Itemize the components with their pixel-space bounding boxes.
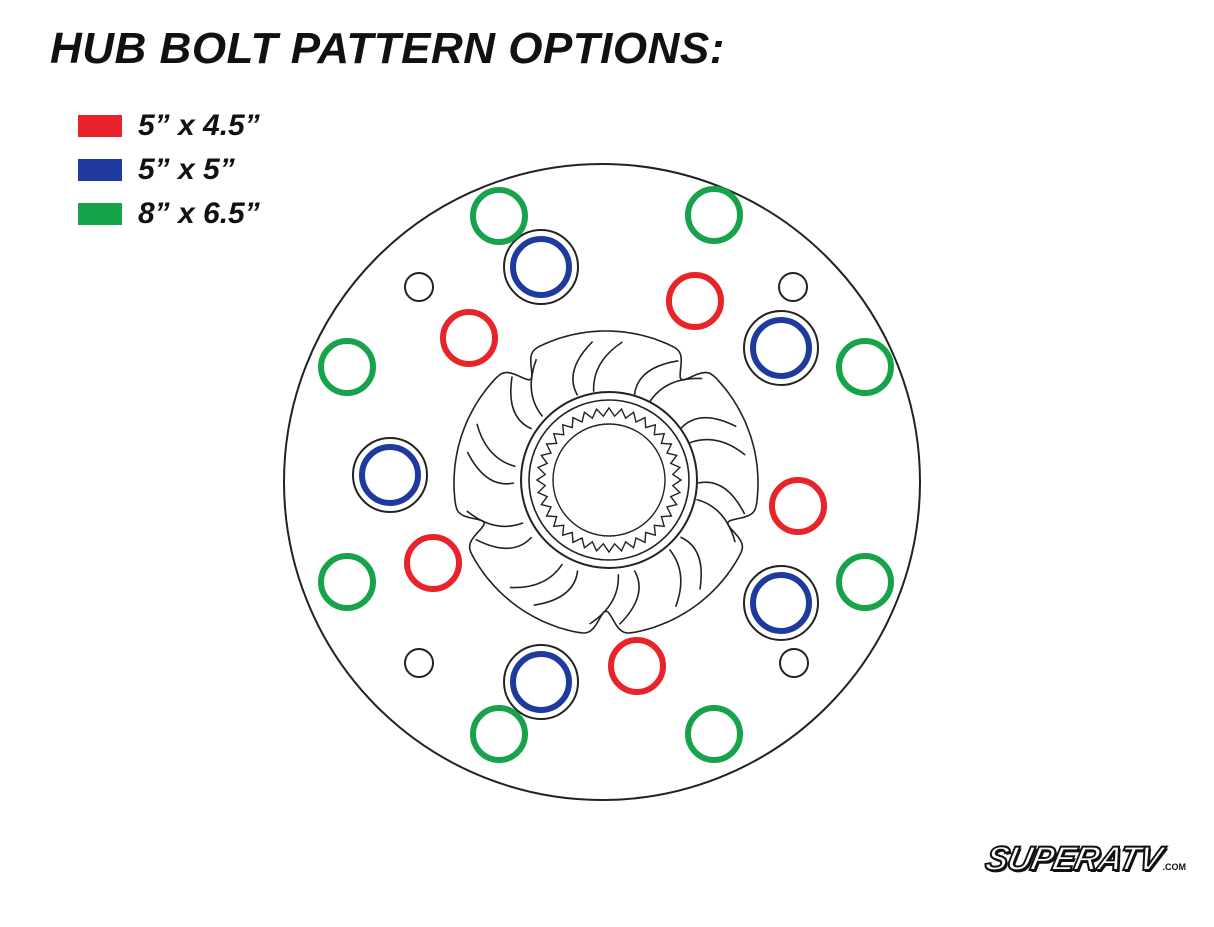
legend-swatch-red bbox=[78, 115, 122, 137]
hub-center bbox=[453, 330, 759, 634]
legend-label: 5” x 5” bbox=[138, 153, 235, 186]
bolt-hole-red bbox=[608, 637, 666, 695]
center-spoke bbox=[688, 438, 746, 456]
legend: 5” x 4.5” 5” x 5” 8” x 6.5” bbox=[78, 104, 260, 236]
bolt-hole-blue bbox=[750, 317, 812, 379]
center-spoke bbox=[509, 563, 564, 589]
legend-swatch-blue bbox=[78, 159, 122, 181]
center-spoke bbox=[668, 548, 682, 608]
legend-item-8x6.5: 8” x 6.5” bbox=[78, 192, 260, 236]
axle-spline bbox=[535, 406, 683, 554]
bolt-boss bbox=[743, 565, 819, 641]
legend-item-5x5: 5” x 5” bbox=[78, 148, 260, 192]
center-spoke bbox=[589, 574, 620, 625]
center-spoke bbox=[697, 481, 746, 515]
small-hole bbox=[404, 648, 434, 678]
center-spoke bbox=[466, 451, 515, 485]
logo-text: SUPERATV bbox=[981, 839, 1166, 879]
hub-outer-rim bbox=[283, 163, 921, 801]
center-flange-outline bbox=[453, 330, 759, 634]
center-spoke bbox=[633, 360, 679, 396]
spline-collar-outer bbox=[520, 391, 698, 569]
center-spoke bbox=[476, 423, 516, 468]
center-spoke bbox=[696, 498, 736, 543]
bolt-hole-blue bbox=[750, 572, 812, 634]
small-hole bbox=[779, 648, 809, 678]
bolt-hole-green bbox=[836, 553, 894, 611]
legend-item-5x4.5: 5” x 4.5” bbox=[78, 104, 260, 148]
spline-collar-inner bbox=[528, 399, 690, 561]
center-spoke bbox=[533, 570, 579, 606]
bolt-hole-red bbox=[666, 272, 724, 330]
bolt-boss bbox=[503, 644, 579, 720]
center-spoke bbox=[679, 416, 737, 430]
logo-suffix: .COM bbox=[1162, 862, 1187, 872]
center-spoke bbox=[475, 536, 533, 550]
center-spoke bbox=[648, 377, 703, 403]
center-spokes bbox=[466, 341, 746, 625]
center-spoke bbox=[592, 341, 623, 392]
superatv-logo: SUPERATV .COM bbox=[981, 839, 1187, 879]
small-holes bbox=[404, 272, 809, 678]
spline-bore bbox=[552, 423, 666, 537]
center-spoke bbox=[509, 376, 532, 430]
bolt-hole-green bbox=[470, 705, 528, 763]
small-hole bbox=[778, 272, 808, 302]
bolt-boss bbox=[743, 310, 819, 386]
legend-label: 8” x 6.5” bbox=[138, 197, 260, 230]
legend-swatch-green bbox=[78, 203, 122, 225]
small-hole bbox=[404, 272, 434, 302]
bolt-hole-red bbox=[440, 309, 498, 367]
bolt-boss bbox=[503, 229, 579, 305]
bolt-hole-green bbox=[685, 186, 743, 244]
diagram-title: HUB BOLT PATTERN OPTIONS: bbox=[50, 24, 725, 73]
bolt-pattern-5x4.5 bbox=[404, 272, 827, 695]
bolt-hole-blue bbox=[510, 236, 572, 298]
bolt-pattern-5x5 bbox=[352, 229, 819, 720]
legend-label: 5” x 4.5” bbox=[138, 109, 260, 142]
bolt-hole-blue bbox=[359, 444, 421, 506]
center-spoke bbox=[530, 358, 544, 418]
bolt-hole-green bbox=[470, 187, 528, 245]
bolt-pattern-8x6.5 bbox=[318, 186, 894, 763]
bolt-hole-red bbox=[769, 477, 827, 535]
center-spoke bbox=[466, 510, 524, 528]
bolt-hole-green bbox=[318, 553, 376, 611]
bolt-boss bbox=[352, 437, 428, 513]
bolt-hole-green bbox=[685, 705, 743, 763]
bolt-hole-blue bbox=[510, 651, 572, 713]
center-spoke bbox=[680, 536, 703, 590]
bolt-hole-green bbox=[836, 338, 894, 396]
center-spoke bbox=[572, 341, 594, 396]
bolt-hole-red bbox=[404, 534, 462, 592]
bolt-hole-green bbox=[318, 338, 376, 396]
center-spoke bbox=[618, 570, 640, 625]
